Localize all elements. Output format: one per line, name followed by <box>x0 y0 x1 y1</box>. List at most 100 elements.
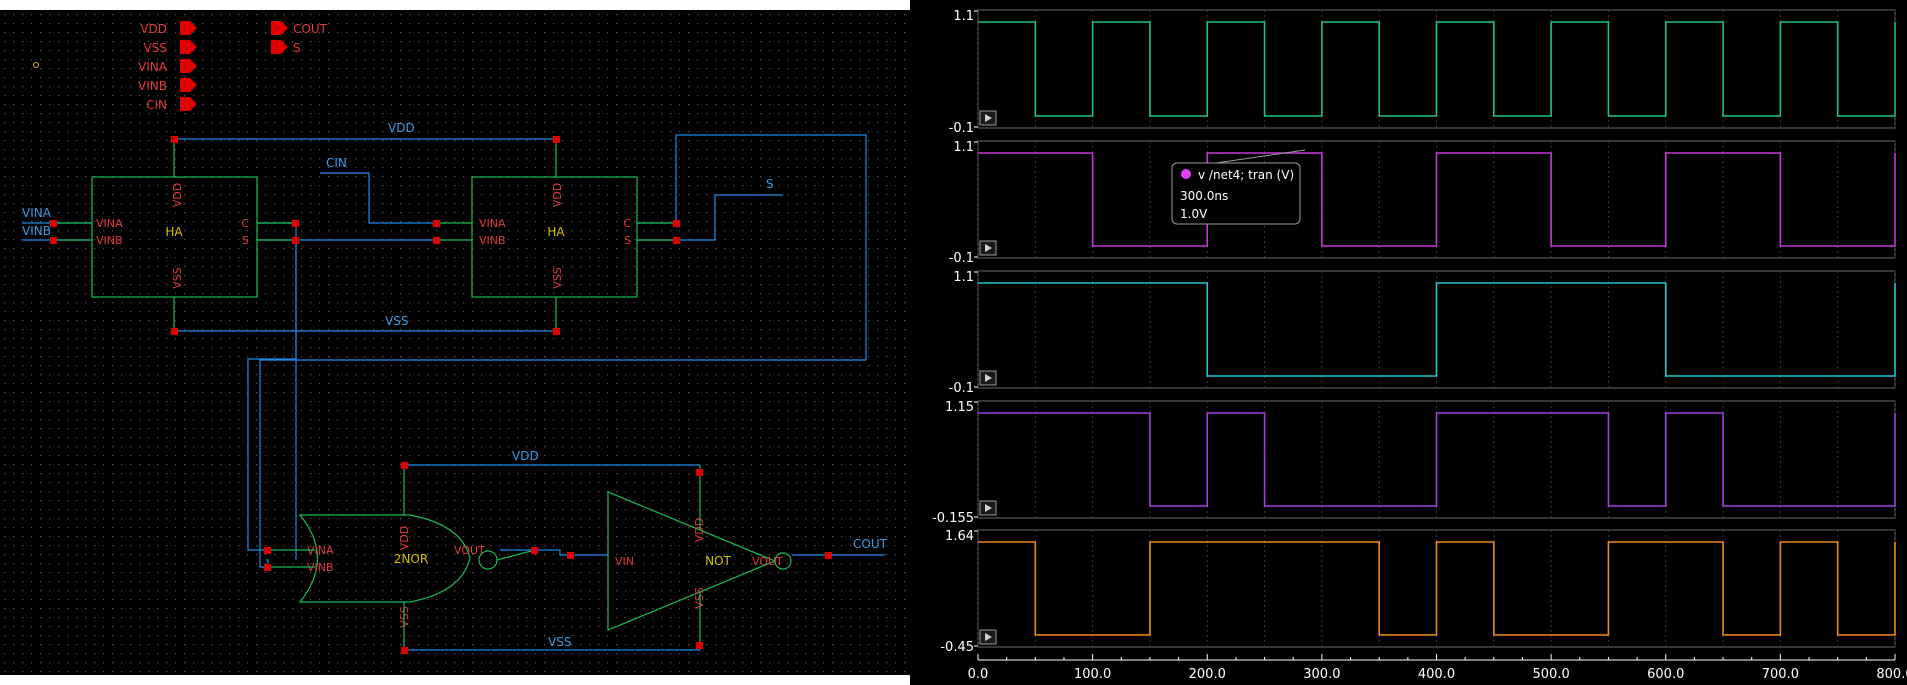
net-label-vdd: VDD <box>388 121 415 135</box>
waveform-panel[interactable]: 1.1 -0.1 <box>949 9 1896 136</box>
pin-vdd[interactable]: VDD <box>140 21 197 36</box>
input-pin-list[interactable]: VDD VSS VINA VINB CIN <box>138 21 197 112</box>
pin-cin[interactable]: CIN <box>146 97 197 112</box>
tooltip-title: v /net4; tran (V) <box>1198 168 1294 182</box>
tooltip-box <box>1171 162 1301 225</box>
waveform-panel[interactable]: 1.15-0.155 <box>932 400 1896 526</box>
wires[interactable] <box>22 134 885 651</box>
pin-arrow-icon <box>180 97 197 111</box>
net-label-vinb: VINB <box>22 224 51 238</box>
waveform-panel[interactable]: 1.1 -0.1 <box>949 270 1896 396</box>
net-label-vina: VINA <box>22 206 52 220</box>
pin-label: VINA <box>138 60 168 74</box>
signal-trace[interactable] <box>978 412 1896 507</box>
waveform-panel[interactable]: 1.64-0.45 <box>940 529 1896 655</box>
nor-gate-out-lead <box>496 549 536 561</box>
pin-label: VINB <box>138 79 167 93</box>
not-gate-vout-pin: VOUT <box>752 555 783 568</box>
y-top-label: 1.1 <box>953 270 974 285</box>
half-adder-1-title: HA <box>165 225 183 239</box>
panel-expand-button[interactable] <box>979 110 997 126</box>
pin-arrow-icon <box>180 40 197 54</box>
panel-expand-button[interactable] <box>979 370 997 386</box>
x-tick-label: 500.0 <box>1533 667 1570 682</box>
tooltip-value: 1.0V <box>1180 207 1208 221</box>
output-pin-list[interactable]: COUT S <box>271 21 328 55</box>
nor-gate-vina-pin: VINA <box>307 544 334 557</box>
half-adder-2[interactable]: HA VDD VSS VINA VINB C S <box>436 139 676 331</box>
half-adder-2-body <box>471 176 638 298</box>
wire-ha2-carry[interactable] <box>259 134 867 568</box>
play-icon <box>985 374 992 382</box>
marker-tooltip[interactable]: v /net4; tran (V) 300.0ns 1.0V <box>1171 149 1306 225</box>
schematic-canvas[interactable]: VDD VSS VINA VINB CIN COUT S <box>0 10 910 675</box>
pin-label: S <box>293 41 301 55</box>
panel-expand-button[interactable] <box>979 240 997 256</box>
signal-trace[interactable] <box>978 152 1896 247</box>
half-adder-1-vinb-pin: VINB <box>96 234 123 247</box>
panel-expand-button[interactable] <box>979 500 997 516</box>
pin-cout[interactable]: COUT <box>271 21 328 36</box>
not-gate[interactable]: NOT VDD VSS VIN VOUT <box>607 465 792 650</box>
x-tick-label: 0.0 <box>968 667 989 682</box>
x-tick-label: 300.0 <box>1303 667 1340 682</box>
nor-gate-title: 2NOR <box>394 552 428 566</box>
nor-gate-body <box>298 514 471 603</box>
nor-gate[interactable]: 2NOR VDD VSS VINA VINB VOUT <box>268 465 536 650</box>
schematic-grid <box>0 10 910 675</box>
not-gate-vin-pin: VIN <box>615 555 634 568</box>
half-adder-1-vdd-pin: VDD <box>171 183 184 207</box>
waveform-viewer[interactable]: 1.1 -0.1 1.1 -0.1 1.1 -0.1 1.15-0.1551.64-0.45… <box>910 0 1907 685</box>
play-icon <box>985 244 992 252</box>
wire-cin[interactable] <box>320 172 436 224</box>
pin-label: VSS <box>144 41 167 55</box>
y-top-label: 1.15 <box>945 400 974 415</box>
net-label-vss-bottom: VSS <box>548 635 571 649</box>
pin-label: VDD <box>140 22 167 36</box>
half-adder-1[interactable]: HA VDD VSS VINA VINB C S <box>56 139 295 331</box>
x-tick-label: 400.0 <box>1418 667 1455 682</box>
pin-vinb[interactable]: VINB <box>138 78 197 93</box>
signal-trace[interactable] <box>978 21 1896 117</box>
pin-s[interactable]: S <box>271 40 301 55</box>
half-adder-2-title: HA <box>547 225 565 239</box>
half-adder-1-vss-pin: VSS <box>171 267 184 289</box>
y-bottom-label: -0.1 <box>949 121 974 136</box>
play-icon <box>985 114 992 122</box>
y-bottom-label: -0.1 <box>949 381 974 396</box>
tooltip-time: 300.0ns <box>1180 189 1228 203</box>
x-tick-label: 100.0 <box>1074 667 1111 682</box>
y-top-label: 1.1 <box>953 9 974 24</box>
signal-trace[interactable] <box>978 541 1896 636</box>
net-label-s: S <box>766 177 774 191</box>
play-icon <box>985 504 992 512</box>
connection-points <box>50 136 832 654</box>
pin-vss[interactable]: VSS <box>144 40 197 55</box>
y-bottom-label: -0.45 <box>940 640 974 655</box>
origin-marker-icon <box>33 62 39 68</box>
half-adder-2-vinb-pin: VINB <box>479 234 506 247</box>
half-adder-2-vss-pin: VSS <box>551 267 564 289</box>
pin-arrow-icon <box>271 40 288 54</box>
half-adder-1-vina-pin: VINA <box>96 217 123 230</box>
pin-vina[interactable]: VINA <box>138 59 197 74</box>
y-bottom-label: -0.1 <box>949 251 974 266</box>
tooltip-leader-line <box>1215 149 1306 164</box>
y-top-label: 1.1 <box>953 140 974 155</box>
nor-gate-vout-pin: VOUT <box>454 544 485 557</box>
not-gate-body <box>607 491 777 631</box>
waveform-panel[interactable]: 1.1 -0.1 <box>949 140 1896 266</box>
net-label-cin: CIN <box>326 156 347 170</box>
net-label-vdd-bottom: VDD <box>512 449 539 463</box>
pin-arrow-icon <box>271 21 288 35</box>
pin-arrow-icon <box>180 59 197 73</box>
panel-expand-button[interactable] <box>979 629 997 645</box>
net-label-vss: VSS <box>385 314 408 328</box>
x-tick-label: 700.0 <box>1762 667 1799 682</box>
not-gate-bubble <box>774 552 792 570</box>
signal-trace[interactable] <box>978 282 1896 377</box>
x-tick-label: 800.0 <box>1876 667 1907 682</box>
wire-nor-to-not[interactable] <box>500 549 608 556</box>
